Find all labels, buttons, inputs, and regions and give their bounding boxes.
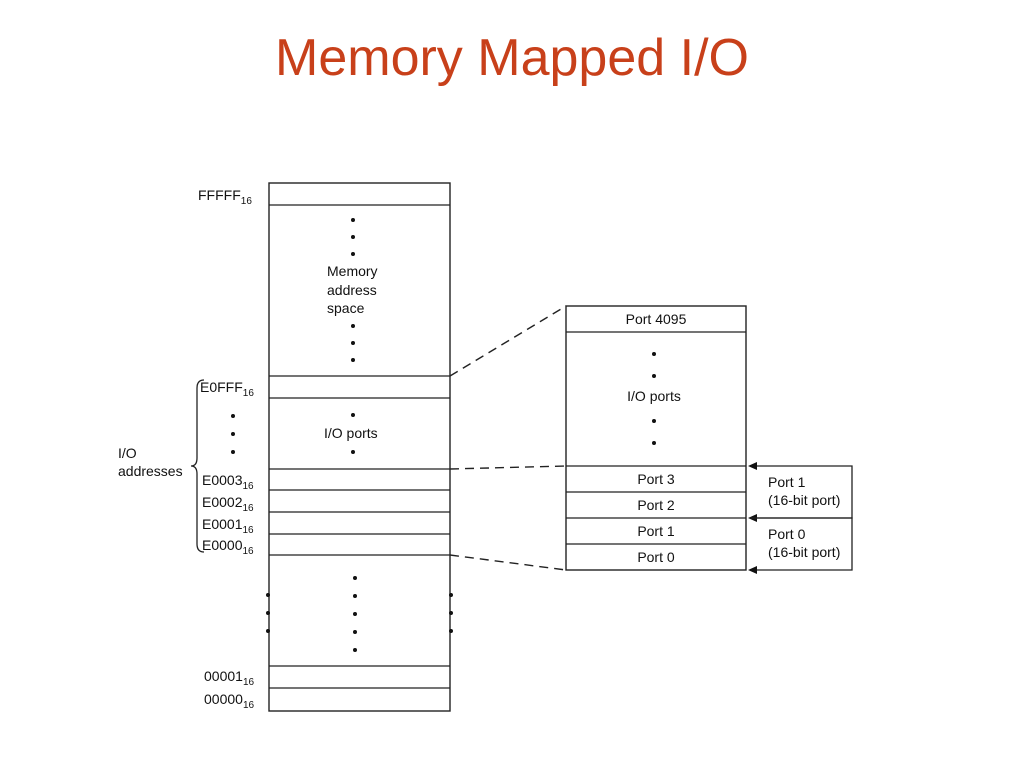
port-2-label: Port 2 bbox=[637, 497, 675, 513]
memory-column-outline bbox=[268, 182, 451, 712]
address-00000: 0000016 bbox=[204, 691, 254, 711]
connector-middle bbox=[449, 465, 567, 470]
lower-memory-ellipsis bbox=[266, 576, 453, 652]
memory-space-ellipsis-top bbox=[351, 218, 355, 256]
port-1-label: Port 1 bbox=[637, 523, 675, 539]
address-e0000: E000016 bbox=[202, 537, 254, 557]
memory-space-ellipsis-bottom bbox=[351, 324, 355, 362]
io-ports-label-left: I/O ports bbox=[324, 425, 378, 441]
address-fffff: FFFFF16 bbox=[198, 187, 252, 207]
address-00001: 0000116 bbox=[204, 668, 254, 688]
port-ellipsis-bottom-1 bbox=[652, 419, 656, 423]
port-ellipsis-top-1 bbox=[652, 352, 656, 356]
bracket-port0-16bit bbox=[748, 517, 853, 574]
port-0-label: Port 0 bbox=[637, 549, 675, 565]
address-e0fff: E0FFF16 bbox=[200, 379, 254, 399]
io-addresses-label-line2: addresses bbox=[118, 463, 183, 479]
port-3-label: Port 3 bbox=[637, 471, 675, 487]
slide-title: Memory Mapped I/O bbox=[275, 29, 749, 87]
wide-port0-label-line1: Port 0 bbox=[768, 526, 806, 542]
io-region-dot-bottom bbox=[351, 450, 355, 454]
address-e0002: E000216 bbox=[202, 494, 254, 514]
memory-label-line1: Memory bbox=[327, 263, 378, 279]
port-4095-label: Port 4095 bbox=[626, 311, 687, 327]
port-ellipsis-top-2 bbox=[652, 374, 656, 378]
wide-port1-label-line1: Port 1 bbox=[768, 474, 806, 490]
io-ports-label-right: I/O ports bbox=[627, 388, 681, 404]
memory-label-line2: address bbox=[327, 282, 377, 298]
io-addresses-brace bbox=[190, 379, 205, 553]
address-e0001: E000116 bbox=[202, 516, 254, 536]
wide-port0-label-line2: (16-bit port) bbox=[768, 544, 840, 560]
io-region-dot-top bbox=[351, 413, 355, 417]
connector-bottom bbox=[449, 554, 567, 571]
address-ellipsis-left bbox=[231, 414, 235, 454]
wide-port1-label-line2: (16-bit port) bbox=[768, 492, 840, 508]
port-ellipsis-bottom-2 bbox=[652, 441, 656, 445]
memory-label-line3: space bbox=[327, 300, 365, 316]
arrowhead-port0 bbox=[748, 566, 757, 574]
address-e0003: E000316 bbox=[202, 472, 254, 492]
port-column-outline bbox=[565, 305, 747, 571]
connector-top bbox=[449, 305, 567, 377]
arrowhead-port3 bbox=[748, 462, 757, 470]
io-addresses-label-line1: I/O bbox=[118, 445, 137, 461]
port-column bbox=[565, 305, 747, 571]
memory-column bbox=[268, 182, 451, 712]
